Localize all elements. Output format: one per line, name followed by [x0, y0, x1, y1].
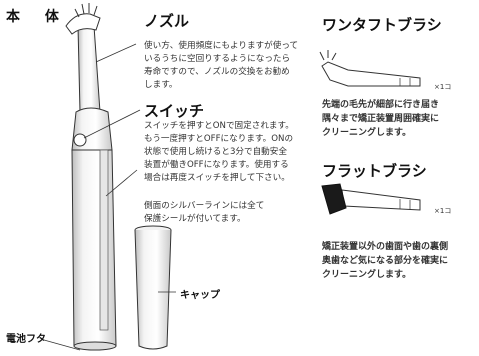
nozzle-line: いるうちに空回りするようになったら — [144, 54, 291, 64]
one-tuft-heading: ワンタフトブラシ — [322, 16, 442, 34]
one-tuft-description: 先端の毛先が細部に行き届き 隅々まで矯正装置周囲確実に クリーニングします。 — [322, 98, 477, 140]
device-body — [65, 3, 117, 351]
one-tuft-line: 先端の毛先が細部に行き届き — [322, 100, 440, 110]
one-tuft-line: クリーニングします。 — [322, 128, 412, 138]
flat-brush-heading: フラットブラシ — [322, 162, 427, 180]
nozzle-line: 使い方、使用頻度にもよりますが使って — [144, 41, 299, 51]
one-tuft-brush-illustration — [319, 50, 421, 87]
nozzle-line: します。 — [144, 80, 178, 90]
flat-brush-illustration — [321, 183, 421, 215]
flat-brush-line: 矯正装置以外の歯面や歯の裏側 — [322, 242, 449, 252]
nozzle-line: 寿命ですので、ノズルの交換をお勧め — [144, 67, 290, 77]
flat-brush-quantity: ×1コ — [434, 207, 452, 215]
switch-line: 場合は再度スイッチを押して下さい。 — [144, 173, 290, 183]
switch-description: スイッチを押すとONで固定されます。 もう一度押すとOFFになります。ONの 状… — [144, 120, 304, 185]
nozzle-description: 使い方、使用頻度にもよりますが使って いるうちに空回りするようになったら 寿命で… — [144, 40, 304, 92]
switch-line: もう一度押すとOFFになります。ONの — [144, 134, 294, 144]
flat-brush-line: 奥歯など気になる部分を確実に — [322, 256, 449, 266]
battery-lid-label: 電池フタ — [6, 334, 46, 345]
cap — [134, 225, 172, 350]
switch-line: 装置が働きOFFになります。使用する — [144, 160, 289, 170]
flat-brush-line: クリーニングします。 — [322, 270, 412, 280]
switch-line: 状態で使用し続けると3分で自動安全 — [144, 147, 287, 157]
cap-label: キャップ — [180, 290, 220, 301]
switch-heading: スイッチ — [144, 102, 205, 120]
switch-line: スイッチを押すとONで固定されます。 — [144, 121, 294, 131]
side-line-note: 側面のシルバーラインには全て 保護シールが付いてます。 — [144, 200, 304, 226]
flat-brush-description: 矯正装置以外の歯面や歯の裏側 奥歯など気になる部分を確実に クリーニングします。 — [322, 240, 477, 282]
nozzle-heading: ノズル — [144, 12, 190, 30]
one-tuft-line: 隅々まで矯正装置周囲確実に — [322, 114, 440, 124]
one-tuft-quantity: ×1コ — [434, 83, 452, 91]
side-line-text: 保護シールが付いてます。 — [144, 214, 246, 224]
side-line-text: 側面のシルバーラインには全て — [144, 201, 265, 211]
page-title: 本 体 — [6, 9, 69, 25]
